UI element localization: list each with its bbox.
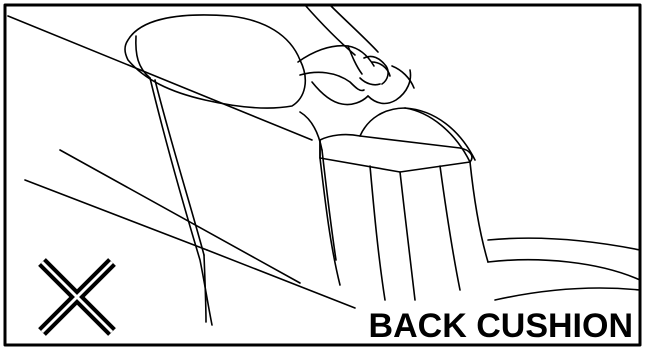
back-cushion xyxy=(319,107,489,301)
caption-back-cushion: BACK CUSHION xyxy=(368,307,633,345)
x-mark-icon xyxy=(38,258,116,336)
frame-border xyxy=(3,3,642,347)
seat-right-edges xyxy=(487,237,641,301)
armrest-cushion xyxy=(124,14,307,109)
hand-tucking xyxy=(297,4,415,261)
seat-back-frame xyxy=(149,77,213,326)
sofa-left-edges xyxy=(7,15,356,309)
